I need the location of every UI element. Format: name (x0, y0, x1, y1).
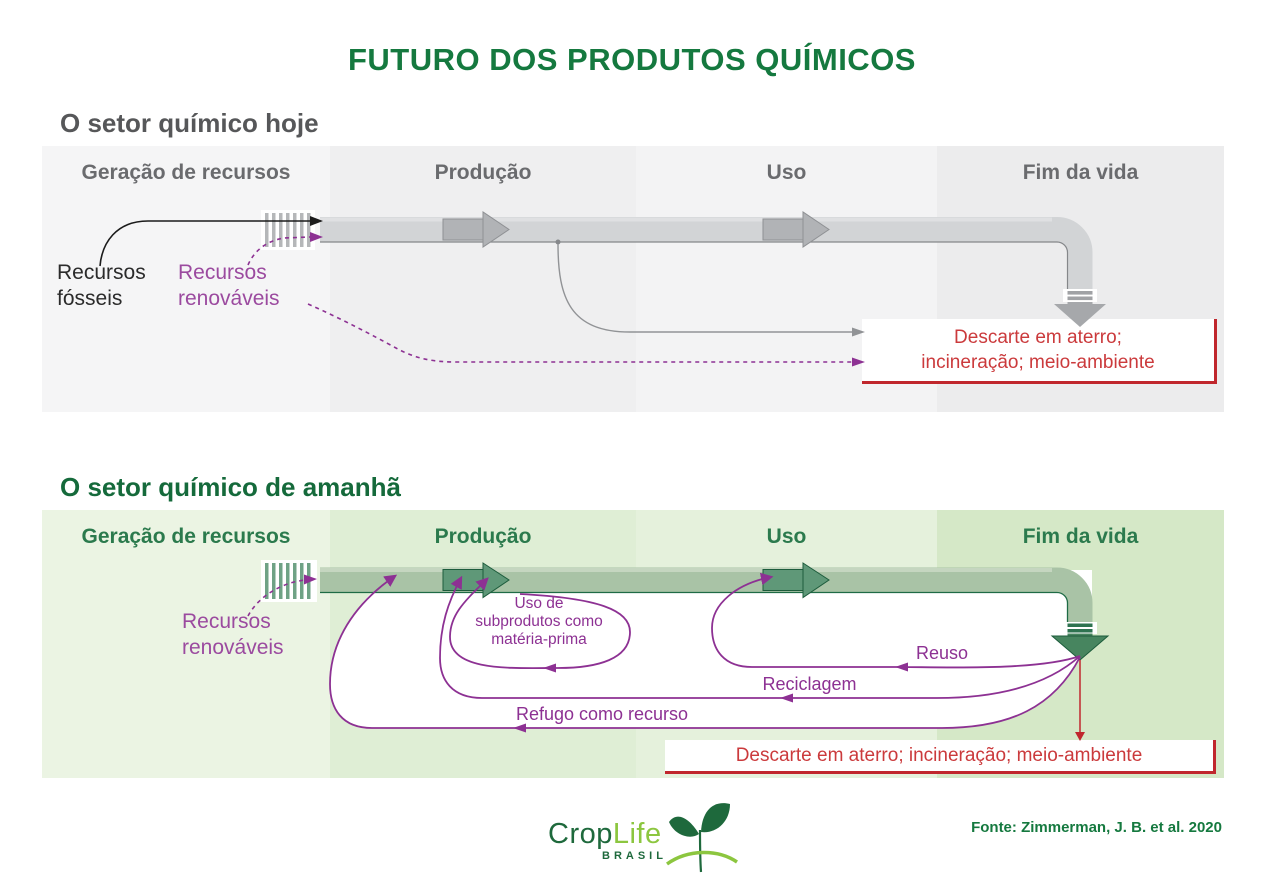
label-recycling: Reciclagem (762, 674, 857, 694)
column-headers-today: Geração de recursos Produção Uso Fim da … (42, 161, 1224, 185)
disposal-text: Descarte em aterro; incineração; meio-am… (735, 744, 1143, 766)
column-header: Fim da vida (1022, 161, 1139, 184)
column-header: Geração de recursos (81, 161, 291, 184)
croplife-logo: CropLife BRASIL (548, 800, 748, 880)
column-header: Produção (434, 161, 532, 184)
croplife-logo-subtext: BRASIL (602, 850, 667, 862)
column-header: Fim da vida (1022, 525, 1139, 548)
column-header: Geração de recursos (81, 525, 291, 548)
croplife-plant-icon (666, 803, 738, 873)
column-header: Uso (766, 525, 807, 548)
croplife-logo-text: CropLife (548, 818, 662, 850)
label-fossil-resources: Recursos fósseis (57, 261, 146, 310)
disposal-box-today: Descarte em aterro; incineração; meio-am… (862, 319, 1217, 384)
column-bg-production (330, 146, 636, 412)
source-citation: Fonte: Zimmerman, J. B. et al. 2020 (971, 819, 1222, 836)
column-header: Uso (766, 161, 807, 184)
disposal-text-line2: incineração; meio-ambiente (921, 352, 1155, 373)
column-bg-resource-generation (42, 510, 330, 778)
label-renewable-resources: Recursos renováveis (182, 610, 284, 659)
heading-tomorrow: O setor químico de amanhã (60, 472, 401, 502)
label-waste-as-resource: Refugo como recurso (515, 704, 689, 724)
label-renewable-resources: Recursos renováveis (178, 261, 280, 310)
column-headers-tomorrow: Geração de recursos Produção Uso Fim da … (42, 525, 1224, 549)
label-reuse: Reuso (915, 643, 969, 663)
disposal-text-line1: Descarte em aterro; (954, 327, 1122, 348)
column-bg-resource-generation (42, 146, 330, 412)
disposal-box-tomorrow: Descarte em aterro; incineração; meio-am… (665, 740, 1216, 774)
column-header: Produção (434, 525, 532, 548)
heading-today: O setor químico hoje (60, 108, 319, 138)
panel-tomorrow: Geração de recursos Produção Uso Fim da … (42, 510, 1224, 778)
panel-today: Geração de recursos Produção Uso Fim da … (42, 146, 1224, 412)
page-title: FUTURO DOS PRODUTOS QUÍMICOS (347, 42, 916, 77)
label-byproducts: Uso de subprodutos como matéria-prima (475, 595, 603, 648)
